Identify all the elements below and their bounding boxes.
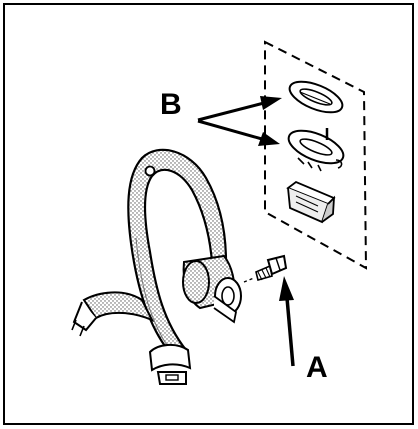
trim-clip-bottom	[286, 180, 336, 224]
callout-label-a: A	[306, 351, 328, 384]
figure-border	[3, 3, 414, 425]
trim-clip-middle	[287, 128, 345, 172]
mounting-bolt	[243, 254, 288, 283]
trim-clip-top	[288, 80, 344, 114]
seat-belt-strap	[71, 148, 228, 357]
belt-retractor	[182, 254, 242, 324]
lower-anchor	[148, 344, 192, 385]
callout-b-arrows	[197, 96, 282, 146]
callout-a-arrow	[279, 276, 295, 367]
callout-label-b: B	[160, 88, 182, 121]
dashed-detail-box	[264, 40, 368, 270]
